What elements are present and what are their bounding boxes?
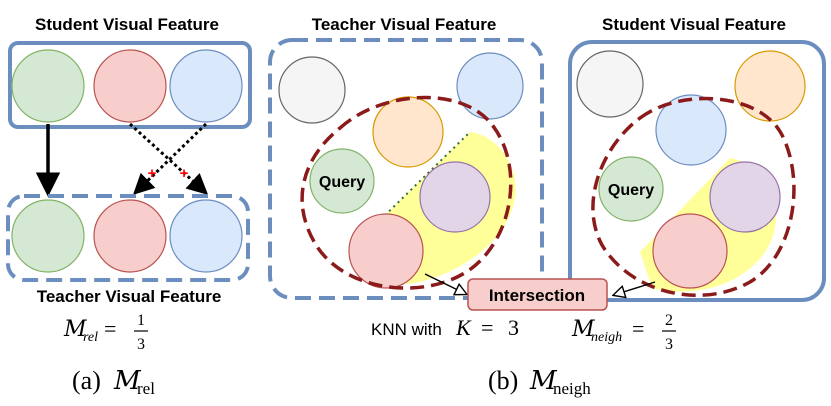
caption-b-subscript: neigh bbox=[553, 379, 591, 398]
formula-rel-subscript: rel bbox=[83, 330, 98, 345]
teacher-neighborhood-frame bbox=[268, 38, 544, 300]
teacher-neighbor-grey bbox=[278, 56, 346, 124]
teacher-feature-frame bbox=[6, 194, 250, 282]
caption-a-subscript: rel bbox=[137, 379, 155, 398]
teacher-neighbor-purple bbox=[419, 161, 491, 233]
student-neighbor-blue bbox=[655, 94, 727, 166]
caption-a-symbol: M bbox=[113, 366, 142, 396]
formula-neigh-numerator: 2 bbox=[665, 312, 673, 329]
teacher-feature-green bbox=[11, 199, 85, 273]
teacher-to-intersection-arrow bbox=[424, 273, 466, 294]
teacher-query-label: Query bbox=[319, 174, 365, 191]
student-visual-feature-title-b: Student Visual Feature bbox=[602, 15, 786, 34]
student-query-node bbox=[598, 156, 664, 222]
student-knn-region bbox=[591, 96, 796, 297]
teacher-query-node bbox=[309, 148, 375, 214]
formula-rel-numerator: 1 bbox=[137, 312, 145, 329]
student-neighbor-grey bbox=[576, 50, 644, 118]
cross-mark-right: + bbox=[180, 165, 189, 182]
caption-b: (b) M neigh bbox=[488, 366, 591, 398]
mismatch-arrow-blue-to-red bbox=[132, 122, 208, 195]
teacher-feature-blue bbox=[169, 199, 243, 273]
formula-rel-denominator: 3 bbox=[137, 336, 145, 353]
student-query-label: Query bbox=[608, 182, 654, 199]
teacher-neighbor-blue bbox=[456, 52, 524, 120]
student-feature-blue bbox=[169, 49, 243, 123]
formula-rel-symbol: M bbox=[63, 317, 87, 342]
teacher-visual-feature-title-b: Teacher Visual Feature bbox=[312, 15, 497, 34]
student-neighborhood-frame bbox=[568, 40, 826, 302]
formula-neigh-equals: = bbox=[632, 316, 644, 341]
student-to-intersection-arrow bbox=[614, 281, 656, 295]
teacher-neighbor-orange bbox=[372, 96, 444, 168]
caption-a: (a) M rel bbox=[72, 366, 155, 398]
teacher-neighbor-red bbox=[348, 213, 424, 289]
knn-equals: = bbox=[481, 315, 493, 340]
caption-b-symbol: M bbox=[529, 366, 558, 396]
formula-neigh-symbol: M bbox=[571, 317, 595, 342]
intersection-box bbox=[467, 278, 608, 311]
student-neighbor-red bbox=[652, 213, 728, 289]
student-visual-feature-title: Student Visual Feature bbox=[35, 15, 219, 34]
student-neighbor-purple bbox=[709, 161, 781, 233]
teacher-visual-feature-title-a: Teacher Visual Feature bbox=[37, 287, 222, 306]
student-feature-frame bbox=[8, 41, 252, 129]
panel-b-student: Student Visual Feature Query bbox=[568, 15, 826, 302]
teacher-feature-red bbox=[93, 199, 167, 273]
panel-b-teacher: Teacher Visual Feature Query bbox=[268, 15, 544, 300]
caption-a-label: (a) bbox=[72, 366, 101, 395]
mismatch-arrow-red-to-blue bbox=[128, 122, 209, 195]
formula-neigh-denominator: 3 bbox=[665, 336, 673, 353]
knn-formula: KNN with K = 3 bbox=[371, 315, 519, 340]
intersection-label: Intersection bbox=[489, 286, 585, 305]
formula-rel: M rel = 1 3 bbox=[63, 312, 148, 353]
student-feature-red bbox=[93, 49, 167, 123]
teacher-knn-region bbox=[300, 95, 513, 290]
cross-mark-left: + bbox=[148, 165, 157, 182]
formula-neigh-subscript: neigh bbox=[591, 330, 622, 345]
knn-value: 3 bbox=[508, 315, 519, 340]
student-neighbor-orange bbox=[734, 50, 806, 122]
caption-b-label: (b) bbox=[488, 366, 518, 395]
knn-prefix: KNN with bbox=[371, 320, 442, 339]
teacher-shared-neighbor-boundary bbox=[371, 131, 471, 229]
knn-var: K bbox=[455, 315, 472, 340]
formula-neigh: M neigh = 2 3 bbox=[571, 312, 676, 353]
student-feature-green bbox=[11, 49, 85, 123]
panel-a: Student Visual Feature + + Teacher Visua… bbox=[6, 15, 252, 398]
intersection: Intersection bbox=[424, 273, 656, 311]
formula-rel-equals: = bbox=[104, 316, 116, 341]
